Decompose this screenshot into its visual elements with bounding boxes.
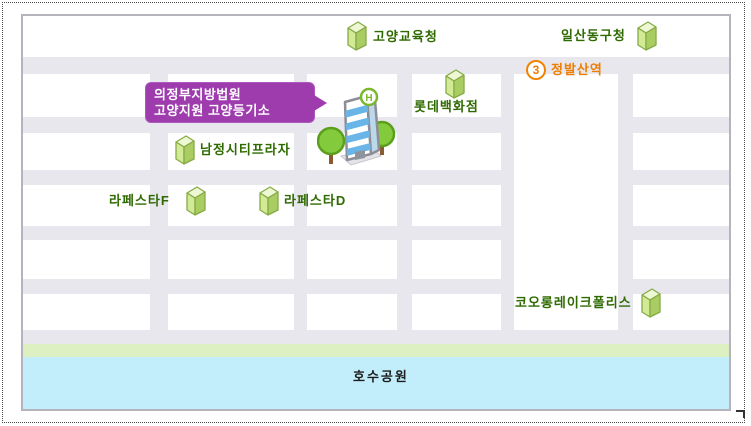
- green-box-icon: [345, 20, 369, 52]
- green-box-icon: [443, 68, 467, 100]
- destination-callout: 의정부지방법원 고양지원 고양등기소: [145, 82, 327, 123]
- label-ilsan-donggu-office: 일산동구청: [561, 28, 626, 43]
- map: 호수공원 고양교육청 일산동구청 3 정발산역 롯데백화점: [21, 14, 731, 411]
- label-jeongbalsan-station: 정발산역: [551, 62, 603, 77]
- callout-line1: 의정부지방법원: [154, 87, 242, 102]
- label-namjeong-city-plaza: 남정시티프라자: [200, 142, 291, 157]
- green-box-icon: [635, 20, 659, 52]
- courthouse-building-icon: H: [317, 87, 396, 166]
- callout-line2: 고양지원 고양등기소: [154, 103, 271, 118]
- green-box-icon: [639, 287, 663, 319]
- label-lotte-department-store: 롯데백화점: [414, 99, 479, 114]
- green-box-icon: [184, 185, 208, 217]
- road-vertical-2: [294, 57, 307, 344]
- lake-park-label: 호수공원: [353, 369, 409, 384]
- road-horizontal-1: [23, 57, 729, 74]
- green-box-icon: [173, 134, 197, 166]
- label-goyang-education-office: 고양교육청: [373, 29, 438, 44]
- subway-line3-icon: 3: [526, 60, 546, 80]
- label-kolon-lake-polis: 코오롱레이크폴리스: [515, 295, 632, 310]
- label-lafesta-d: 라페스타D: [284, 193, 347, 208]
- label-lafesta-f: 라페스타F: [109, 193, 170, 208]
- lake-area: [23, 357, 729, 409]
- corner-resize-mark: [736, 410, 745, 418]
- road-horizontal-6: [23, 330, 729, 344]
- green-box-icon: [257, 185, 281, 217]
- callout-arrow: [314, 94, 327, 111]
- map-area: 호수공원 고양교육청 일산동구청 3 정발산역 롯데백화점: [23, 16, 729, 409]
- lakeside-green-strip: [23, 344, 729, 357]
- road-vertical-3: [397, 57, 412, 344]
- central-superblock: [514, 74, 618, 330]
- road-vertical-1: [150, 57, 168, 344]
- road-vertical-5: [618, 57, 633, 344]
- svg-text:H: H: [365, 93, 372, 104]
- road-vertical-4: [501, 57, 514, 344]
